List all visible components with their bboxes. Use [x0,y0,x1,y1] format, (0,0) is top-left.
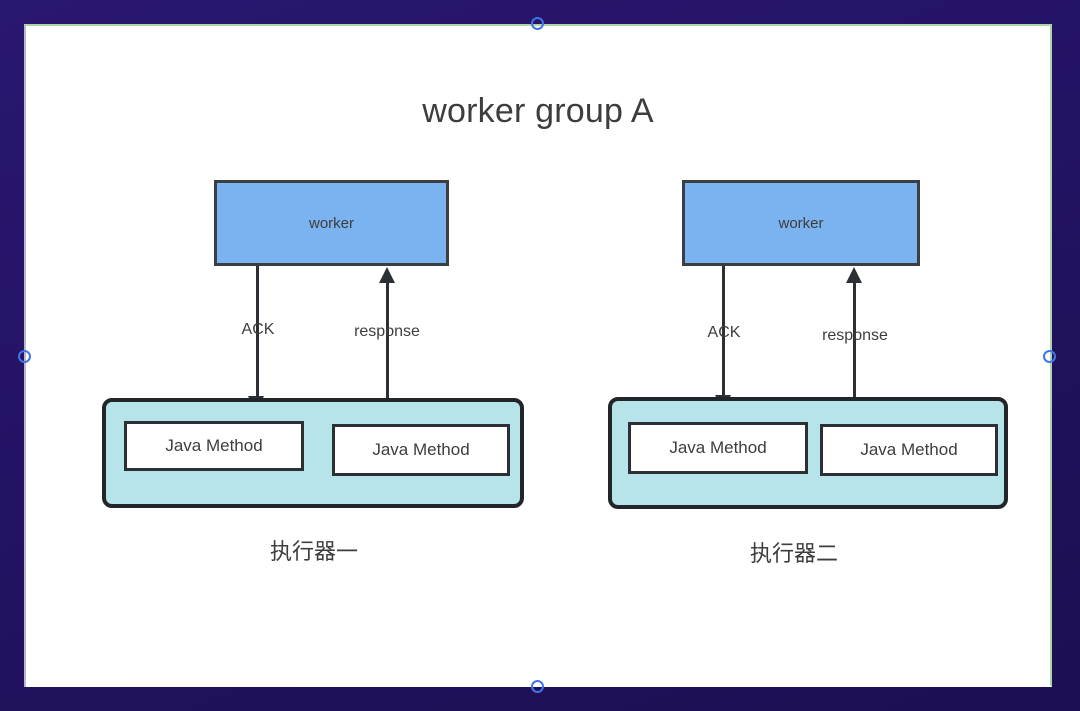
response-arrow-head-icon [379,267,395,283]
worker-group-executor-one: worker ACK response Java Method [64,24,534,687]
java-method-label: Java Method [669,438,767,457]
executor-box[interactable]: Java Method Java Method [608,397,1008,509]
worker-group-executor-two: worker ACK response Java Method [564,24,1034,687]
ack-arrow-label: ACK [707,324,741,341]
worker-group-diagram: worker group A worker ACK response [24,24,1052,687]
ack-arrow-label: ACK [241,321,275,338]
executor-box[interactable]: Java Method Java Method [102,398,524,508]
response-arrow-label: response [822,327,888,344]
response-arrow-stem [853,282,856,410]
java-method-label: Java Method [860,440,958,459]
resize-handle-right[interactable] [1043,350,1056,363]
java-method-box[interactable]: Java Method [124,421,304,471]
worker-box[interactable]: worker [682,180,920,266]
executor-caption: 执行器二 [749,541,838,566]
response-arrow-head-icon [846,267,862,283]
executor-caption: 执行器一 [269,539,358,564]
response-arrow-label: response [354,323,420,340]
java-method-label: Java Method [165,436,263,455]
java-method-box[interactable]: Java Method [820,424,998,476]
page-title: worker group A [422,92,654,130]
resize-handle-left[interactable] [18,350,31,363]
java-method-box[interactable]: Java Method [628,422,808,474]
resize-handle-top[interactable] [531,17,544,30]
slide-canvas[interactable]: worker group A worker ACK response [24,24,1052,687]
resize-handle-bottom[interactable] [531,680,544,693]
ack-arrow-stem [722,266,725,399]
java-method-box[interactable]: Java Method [332,424,510,476]
worker-box[interactable]: worker [214,180,449,266]
worker-label: worker [308,214,354,232]
worker-label: worker [778,214,824,232]
java-method-label: Java Method [372,440,470,459]
response-arrow-stem [386,282,389,412]
ack-arrow-stem [256,266,259,400]
